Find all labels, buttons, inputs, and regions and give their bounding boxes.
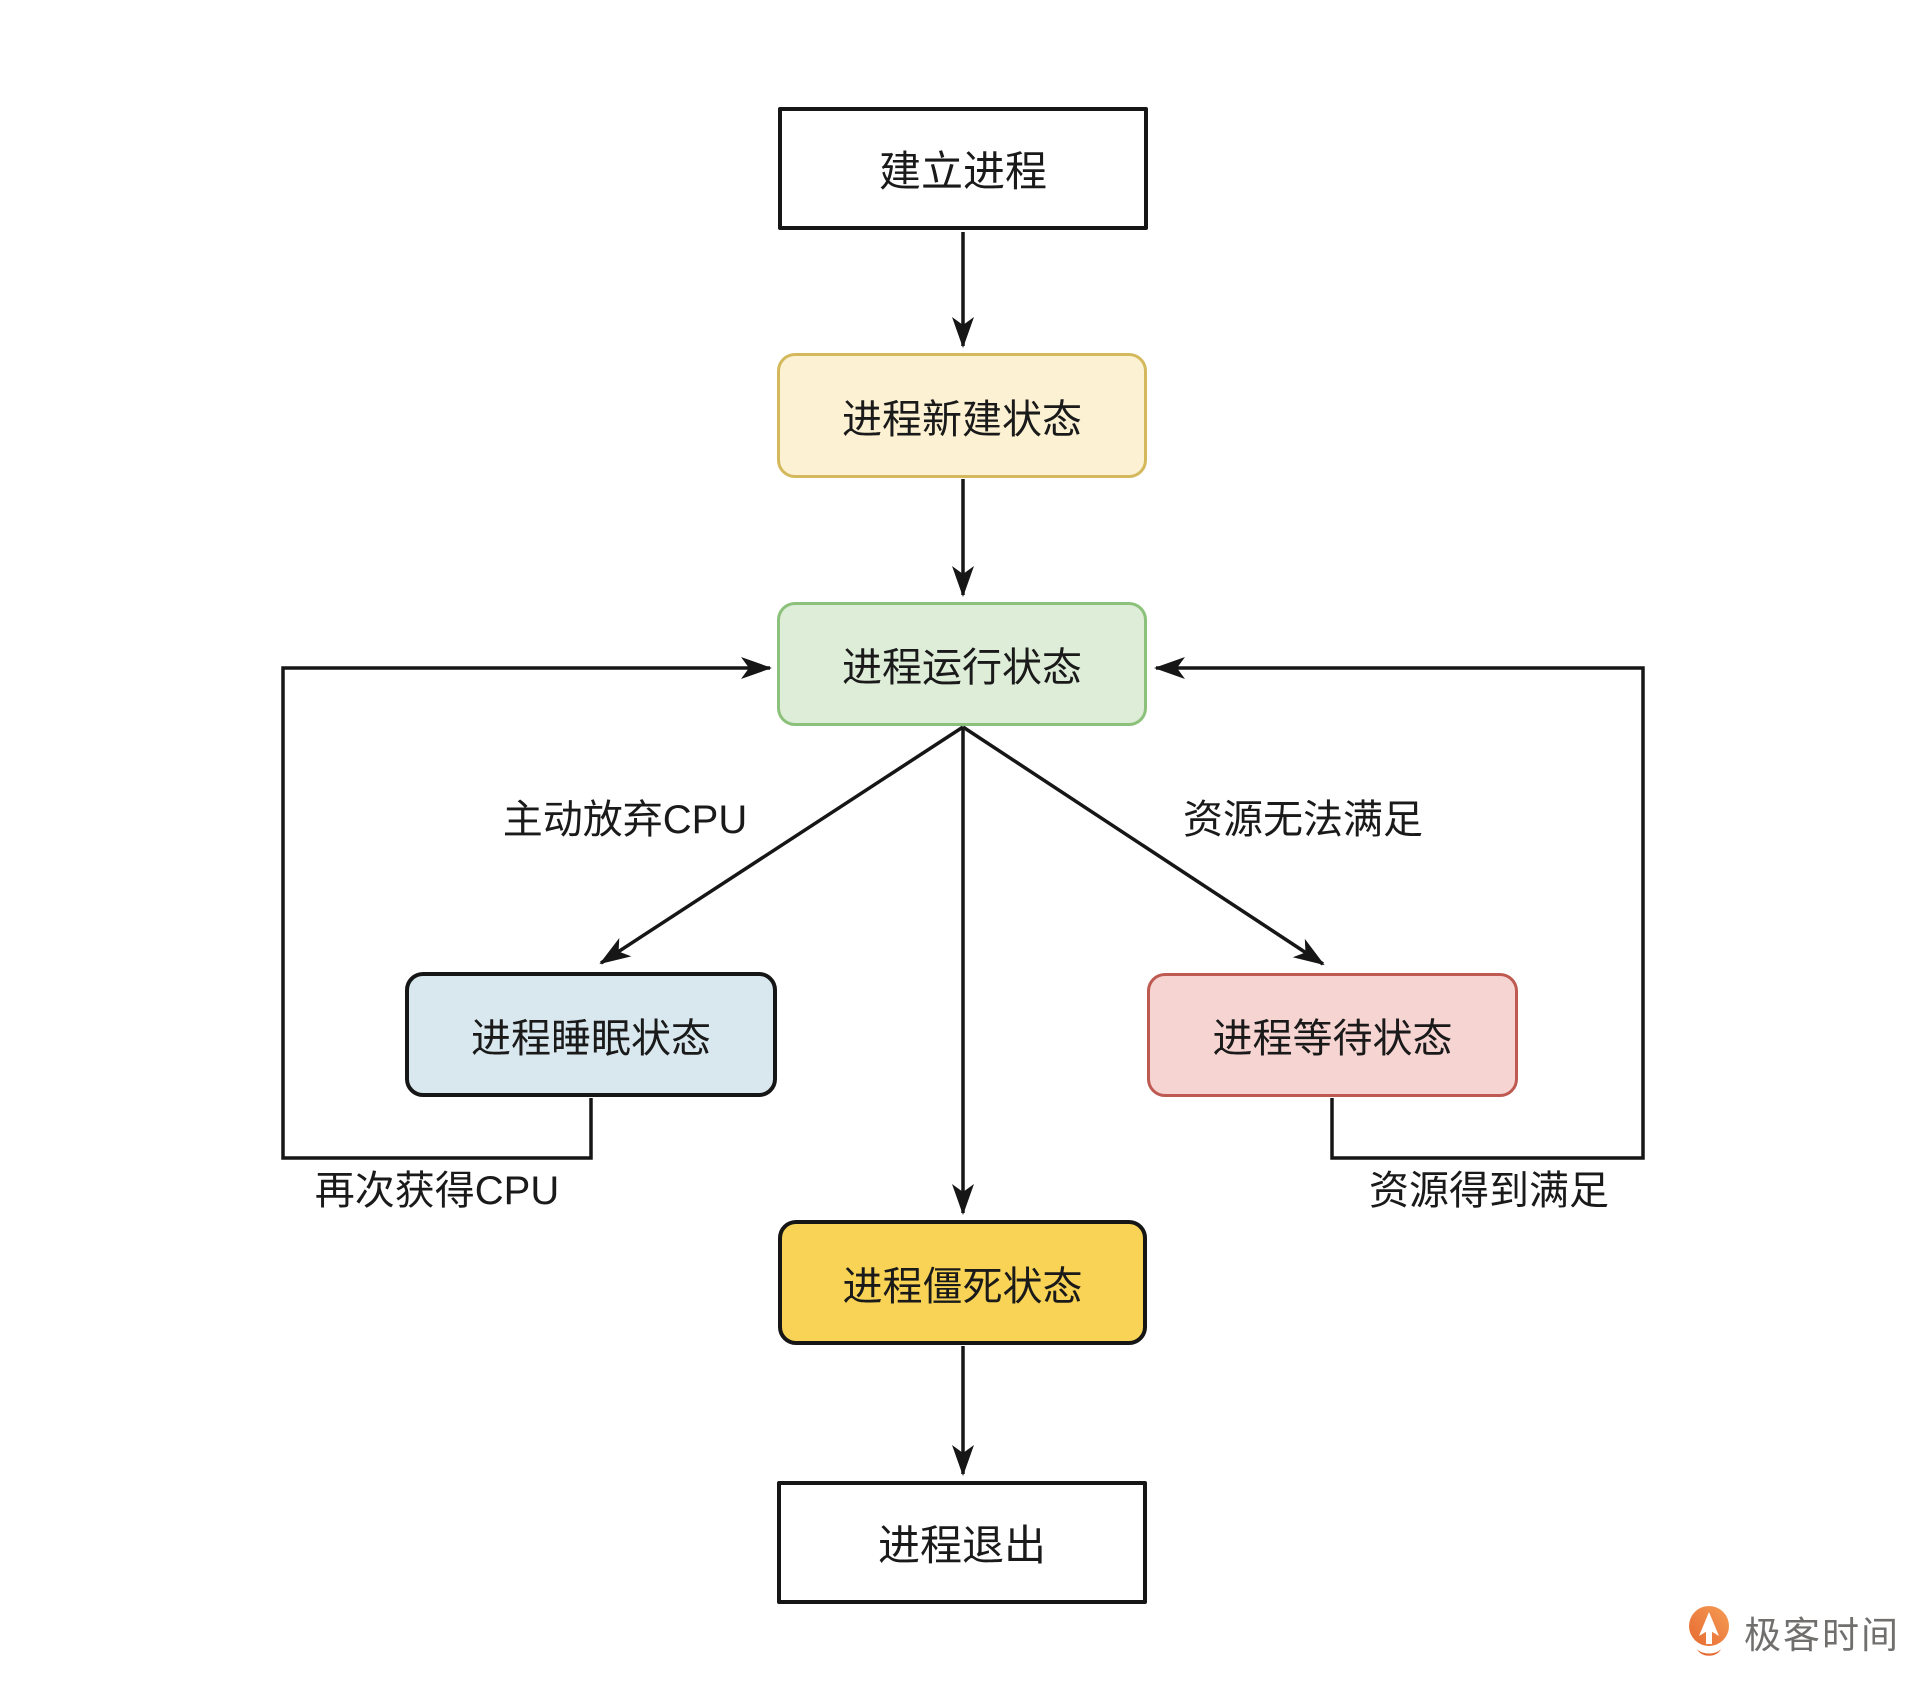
edge-regain-cpu <box>281 657 772 1160</box>
node-waiting-state: 进程等待状态 <box>1147 973 1518 1097</box>
node-zombie-state: 进程僵死状态 <box>778 1220 1147 1345</box>
node-process-exit-label: 进程退出 <box>877 1522 1046 1569</box>
edge-resource-met <box>1154 657 1645 1160</box>
edge-label-resource-unmet: 资源无法满足 <box>1183 798 1423 842</box>
node-new-state: 进程新建状态 <box>777 353 1147 478</box>
node-waiting-state-label: 进程等待状态 <box>1212 1017 1453 1061</box>
edge-label-regain-cpu: 再次获得CPU <box>314 1169 560 1213</box>
node-sleep-state-label: 进程睡眠状态 <box>471 1016 711 1061</box>
geektime-logo: 极客时间 <box>1686 1604 1900 1660</box>
edge-label-resource-met: 资源得到满足 <box>1369 1169 1609 1213</box>
node-running-state-label: 进程运行状态 <box>842 646 1082 690</box>
geektime-logo-text: 极客时间 <box>1744 1615 1900 1656</box>
node-running-state: 进程运行状态 <box>777 602 1147 726</box>
node-create-process-label: 建立进程 <box>878 148 1047 195</box>
node-sleep-state: 进程睡眠状态 <box>405 972 777 1097</box>
node-new-state-label: 进程新建状态 <box>842 397 1082 442</box>
edge-resource-unmet <box>962 725 1325 966</box>
edge-give-up-cpu <box>599 725 964 965</box>
node-zombie-state-label: 进程僵死状态 <box>842 1264 1083 1309</box>
edge-label-give-up-cpu: 主动放弃CPU <box>502 798 748 842</box>
geektime-logo-icon <box>1689 1606 1729 1656</box>
node-create-process: 建立进程 <box>778 107 1148 230</box>
node-process-exit: 进程退出 <box>777 1481 1147 1604</box>
